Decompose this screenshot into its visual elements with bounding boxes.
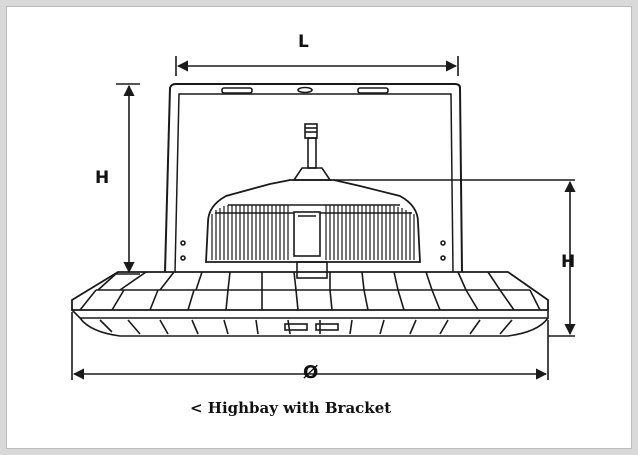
diagram-caption: < Highbay with Bracket [190,399,392,417]
label-overall-height: H [95,168,110,188]
dimension-L [175,56,459,76]
label-diameter: Ø [303,362,319,383]
dimension-diameter [71,312,549,380]
dimension-H-right [334,179,576,337]
bracket [164,83,463,273]
heatsink-fins [211,205,415,260]
heatsink-housing [205,179,421,279]
dimension-H-left [116,83,140,275]
hanging-rod [292,123,332,181]
label-bracket-width: L [298,32,309,52]
label-lamp-height: H [561,252,576,272]
light-body [71,271,549,337]
